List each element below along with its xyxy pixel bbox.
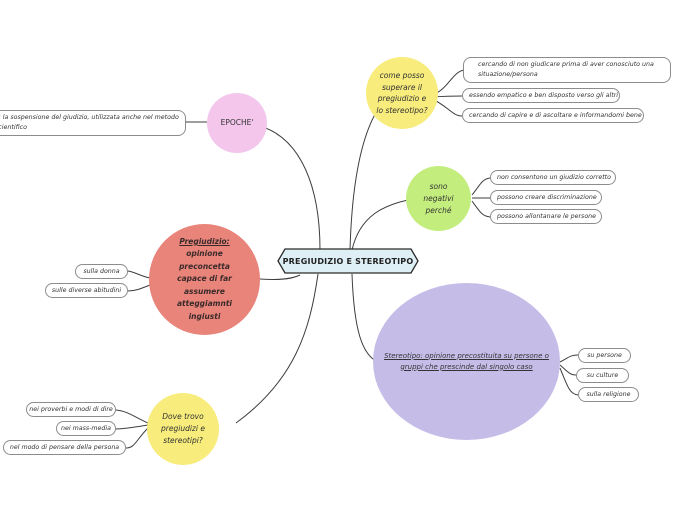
negativi-item-allontanare[interactable]: possono allontanare le persone (490, 209, 602, 224)
negativi-item-text: possono allontanare le persone (497, 212, 597, 220)
stereotipo-item-text: sulla religione (586, 390, 631, 398)
link-ste-2 (559, 364, 577, 376)
stereotipo-item-text: su culture (586, 371, 619, 379)
link-preg-abitudini (127, 284, 151, 292)
epoche-label: EPOCHE' (220, 118, 254, 127)
epoche-item-definition[interactable]: E' la sospensione del giudizio, utilizza… (0, 110, 186, 136)
link-ste-1 (559, 354, 579, 363)
stereotipo-item-religione[interactable]: sulla religione (578, 387, 639, 402)
epoche-item-text: E' la sospensione del giudizio, utilizza… (0, 114, 179, 131)
pregiudizio-head: Pregiudizio: (179, 236, 230, 246)
come-item-text: essendo empatico e ben disposto verso gl… (469, 91, 619, 99)
stereotipo-item-culture[interactable]: su culture (576, 368, 629, 383)
come-label: come posso superare il pregiudizio e lo … (376, 71, 428, 115)
come-item-text: cercando di non giudicare prima di aver … (478, 61, 654, 78)
central-topic-shape (277, 248, 419, 274)
negativi-item-text: possono creare discriminazione (497, 193, 597, 201)
come-item-text: cercando di capire e di ascoltare e info… (469, 111, 642, 119)
dove-item-mass-media[interactable]: nei mass-media (56, 421, 116, 436)
dove-item-proverbi[interactable]: nei proverbi e modi di dire (26, 402, 116, 417)
pregiudizio-text: Pregiudizio: opinione preconcetta capace… (149, 236, 260, 324)
link-central-dove (235, 273, 319, 424)
negativi-bubble[interactable]: sono negativi perché (406, 166, 471, 231)
link-neg-1 (471, 177, 491, 196)
negativi-item-giudizio[interactable]: non consentono un giudizio corretto (490, 170, 616, 185)
link-dove-proverbi (115, 409, 149, 424)
dove-item-text: nei proverbi e modi di dire (29, 405, 113, 413)
pregiudizio-item-text: sulla donna (83, 267, 120, 275)
link-neg-3 (471, 200, 491, 218)
dove-label: Dove trovo pregiudizi e stereotipi? (161, 412, 205, 445)
link-dove-mass (115, 424, 149, 430)
come-item-non-giudicare[interactable]: cercando di non giudicare prima di aver … (463, 57, 671, 83)
pregiudizio-item-text: sulle diverse abitudini (51, 286, 122, 294)
stereotipo-item-text: su persone (587, 351, 622, 359)
link-ste-3 (559, 367, 579, 396)
negativi-item-discriminazione[interactable]: possono creare discriminazione (490, 190, 602, 205)
come-item-ascoltare[interactable]: cercando di capire e di ascoltare e info… (462, 108, 644, 123)
dove-item-text: nel modo di pensare della persona (9, 443, 120, 451)
epoche-bubble[interactable]: EPOCHE' (207, 93, 267, 153)
link-central-come (349, 102, 383, 251)
come-item-empatico[interactable]: essendo empatico e ben disposto verso gl… (462, 88, 620, 103)
come-bubble[interactable]: come posso superare il pregiudizio e lo … (366, 57, 438, 129)
dove-item-text: nei mass-media (60, 424, 112, 432)
link-central-negativi (351, 199, 409, 251)
pregiudizio-item-donna[interactable]: sulla donna (75, 264, 128, 279)
negativi-label: sono negativi perché (423, 181, 454, 215)
central-topic[interactable]: PREGIUDIZIO E STEREOTIPO (277, 248, 419, 274)
pregiudizio-body: opinione preconcetta capace di far assum… (177, 249, 232, 321)
link-central-epoche (262, 126, 321, 251)
central-topic-label: PREGIUDIZIO E STEREOTIPO (282, 256, 414, 266)
link-dove-modo (125, 427, 149, 449)
pregiudizio-bubble[interactable]: Pregiudizio: opinione preconcetta capace… (149, 224, 260, 335)
negativi-item-text: non consentono un giudizio corretto (497, 173, 611, 181)
link-preg-donna (127, 270, 151, 279)
stereotipo-label: Stereotipo: opinione precostituita su pe… (384, 351, 549, 371)
stereotipo-item-persone[interactable]: su persone (578, 348, 631, 363)
pregiudizio-item-abitudini[interactable]: sulle diverse abitudini (45, 283, 128, 298)
dove-item-modo[interactable]: nel modo di pensare della persona (3, 440, 126, 455)
stereotipo-bubble[interactable]: Stereotipo: opinione precostituita su pe… (373, 283, 560, 440)
dove-bubble[interactable]: Dove trovo pregiudizi e stereotipi? (147, 393, 219, 465)
link-central-pregiudizio (259, 274, 301, 280)
